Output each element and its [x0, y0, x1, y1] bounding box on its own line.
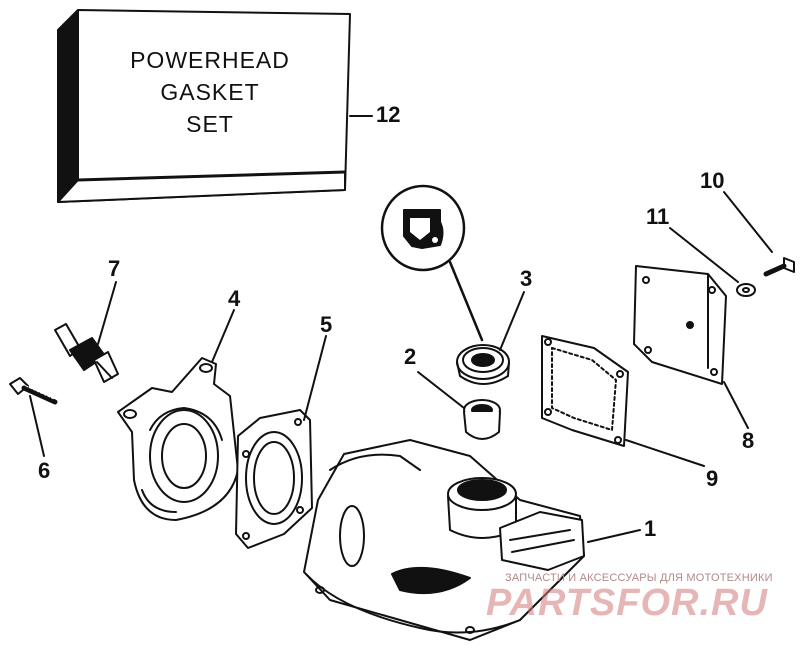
- callout-8: 8: [742, 428, 755, 453]
- callout-4: 4: [228, 286, 241, 311]
- temperature-switch-part: [54, 323, 119, 383]
- callout-6: 6: [38, 458, 51, 483]
- callout-2: 2: [404, 344, 417, 369]
- powerhead-gasket-set-box: [57, 9, 373, 203]
- gasket-set-line-3: SET: [186, 111, 234, 137]
- crankcase-cover-part: [303, 439, 585, 641]
- callout-5: 5: [320, 312, 333, 337]
- callout-10: 10: [700, 168, 725, 193]
- callout-11: 11: [646, 204, 670, 229]
- cover-gasket-part: [235, 409, 313, 549]
- cover-screw-part: [763, 257, 795, 277]
- gasket-set-line-2: GASKET: [160, 79, 260, 105]
- screw-part: [9, 377, 58, 405]
- watermark-caption: ЗАПЧАСТИ И АКСЕССУАРЫ ДЛЯ МОТОТЕХНИКИ: [505, 572, 773, 584]
- callout-3: 3: [520, 266, 533, 291]
- gasket-set-label: POWERHEAD GASKET SET: [95, 44, 325, 140]
- seal-part: [456, 344, 510, 385]
- callout-1: 1: [644, 516, 657, 541]
- cover-plate-part: [633, 265, 727, 385]
- plate-gasket-part: [541, 335, 629, 447]
- callout-12: 12: [376, 102, 401, 127]
- seal-detail-callout: [380, 184, 484, 342]
- bushing-part: [463, 399, 501, 440]
- watermark-logo: PARTSFOR.RU: [486, 582, 768, 624]
- leader-lines: [29, 191, 773, 543]
- callout-7: 7: [108, 256, 121, 281]
- washer-part: [736, 283, 756, 297]
- gasket-set-line-1: POWERHEAD: [130, 47, 290, 73]
- callout-9: 9: [706, 466, 719, 491]
- bypass-cover-part: [117, 357, 239, 521]
